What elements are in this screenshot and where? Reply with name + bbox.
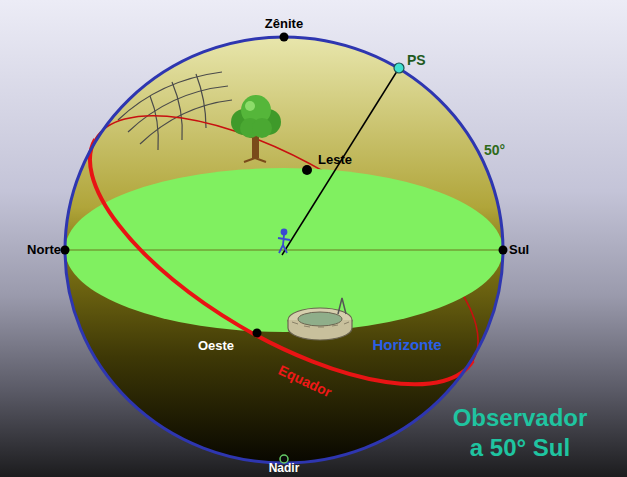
grid-curves [118, 72, 232, 150]
south-dot [499, 246, 508, 255]
north-dot [61, 246, 70, 255]
angle-label: 50° [484, 142, 505, 158]
equator-front [51, 139, 473, 437]
pole-dot [394, 63, 404, 73]
east-dot [302, 165, 312, 175]
nadir-label: Nadir [269, 462, 300, 476]
horizon-label: Horizonte [372, 336, 441, 353]
polar-axis [282, 68, 399, 255]
zenith-dot [280, 33, 289, 42]
zenith-label: Zênite [265, 17, 303, 32]
sphere-outline [65, 37, 503, 463]
equator-label: Equador [276, 362, 334, 401]
observer [278, 230, 290, 254]
tree [231, 95, 281, 162]
north-south-line [65, 250, 503, 251]
west-dot [253, 329, 262, 338]
east-label: Leste [318, 153, 352, 168]
sphere-fill [65, 37, 503, 463]
well [288, 298, 352, 340]
title: Observador a 50° Sul [445, 403, 595, 463]
west-label: Oeste [198, 339, 234, 354]
horizon-plane [65, 168, 503, 332]
south-label: Sul [509, 243, 529, 258]
north-label: Norte [27, 243, 61, 258]
pole-label: PS [407, 52, 426, 68]
